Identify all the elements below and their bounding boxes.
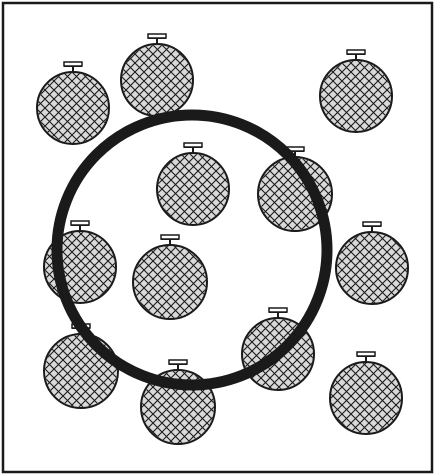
melon-counting-scene [0, 0, 435, 475]
